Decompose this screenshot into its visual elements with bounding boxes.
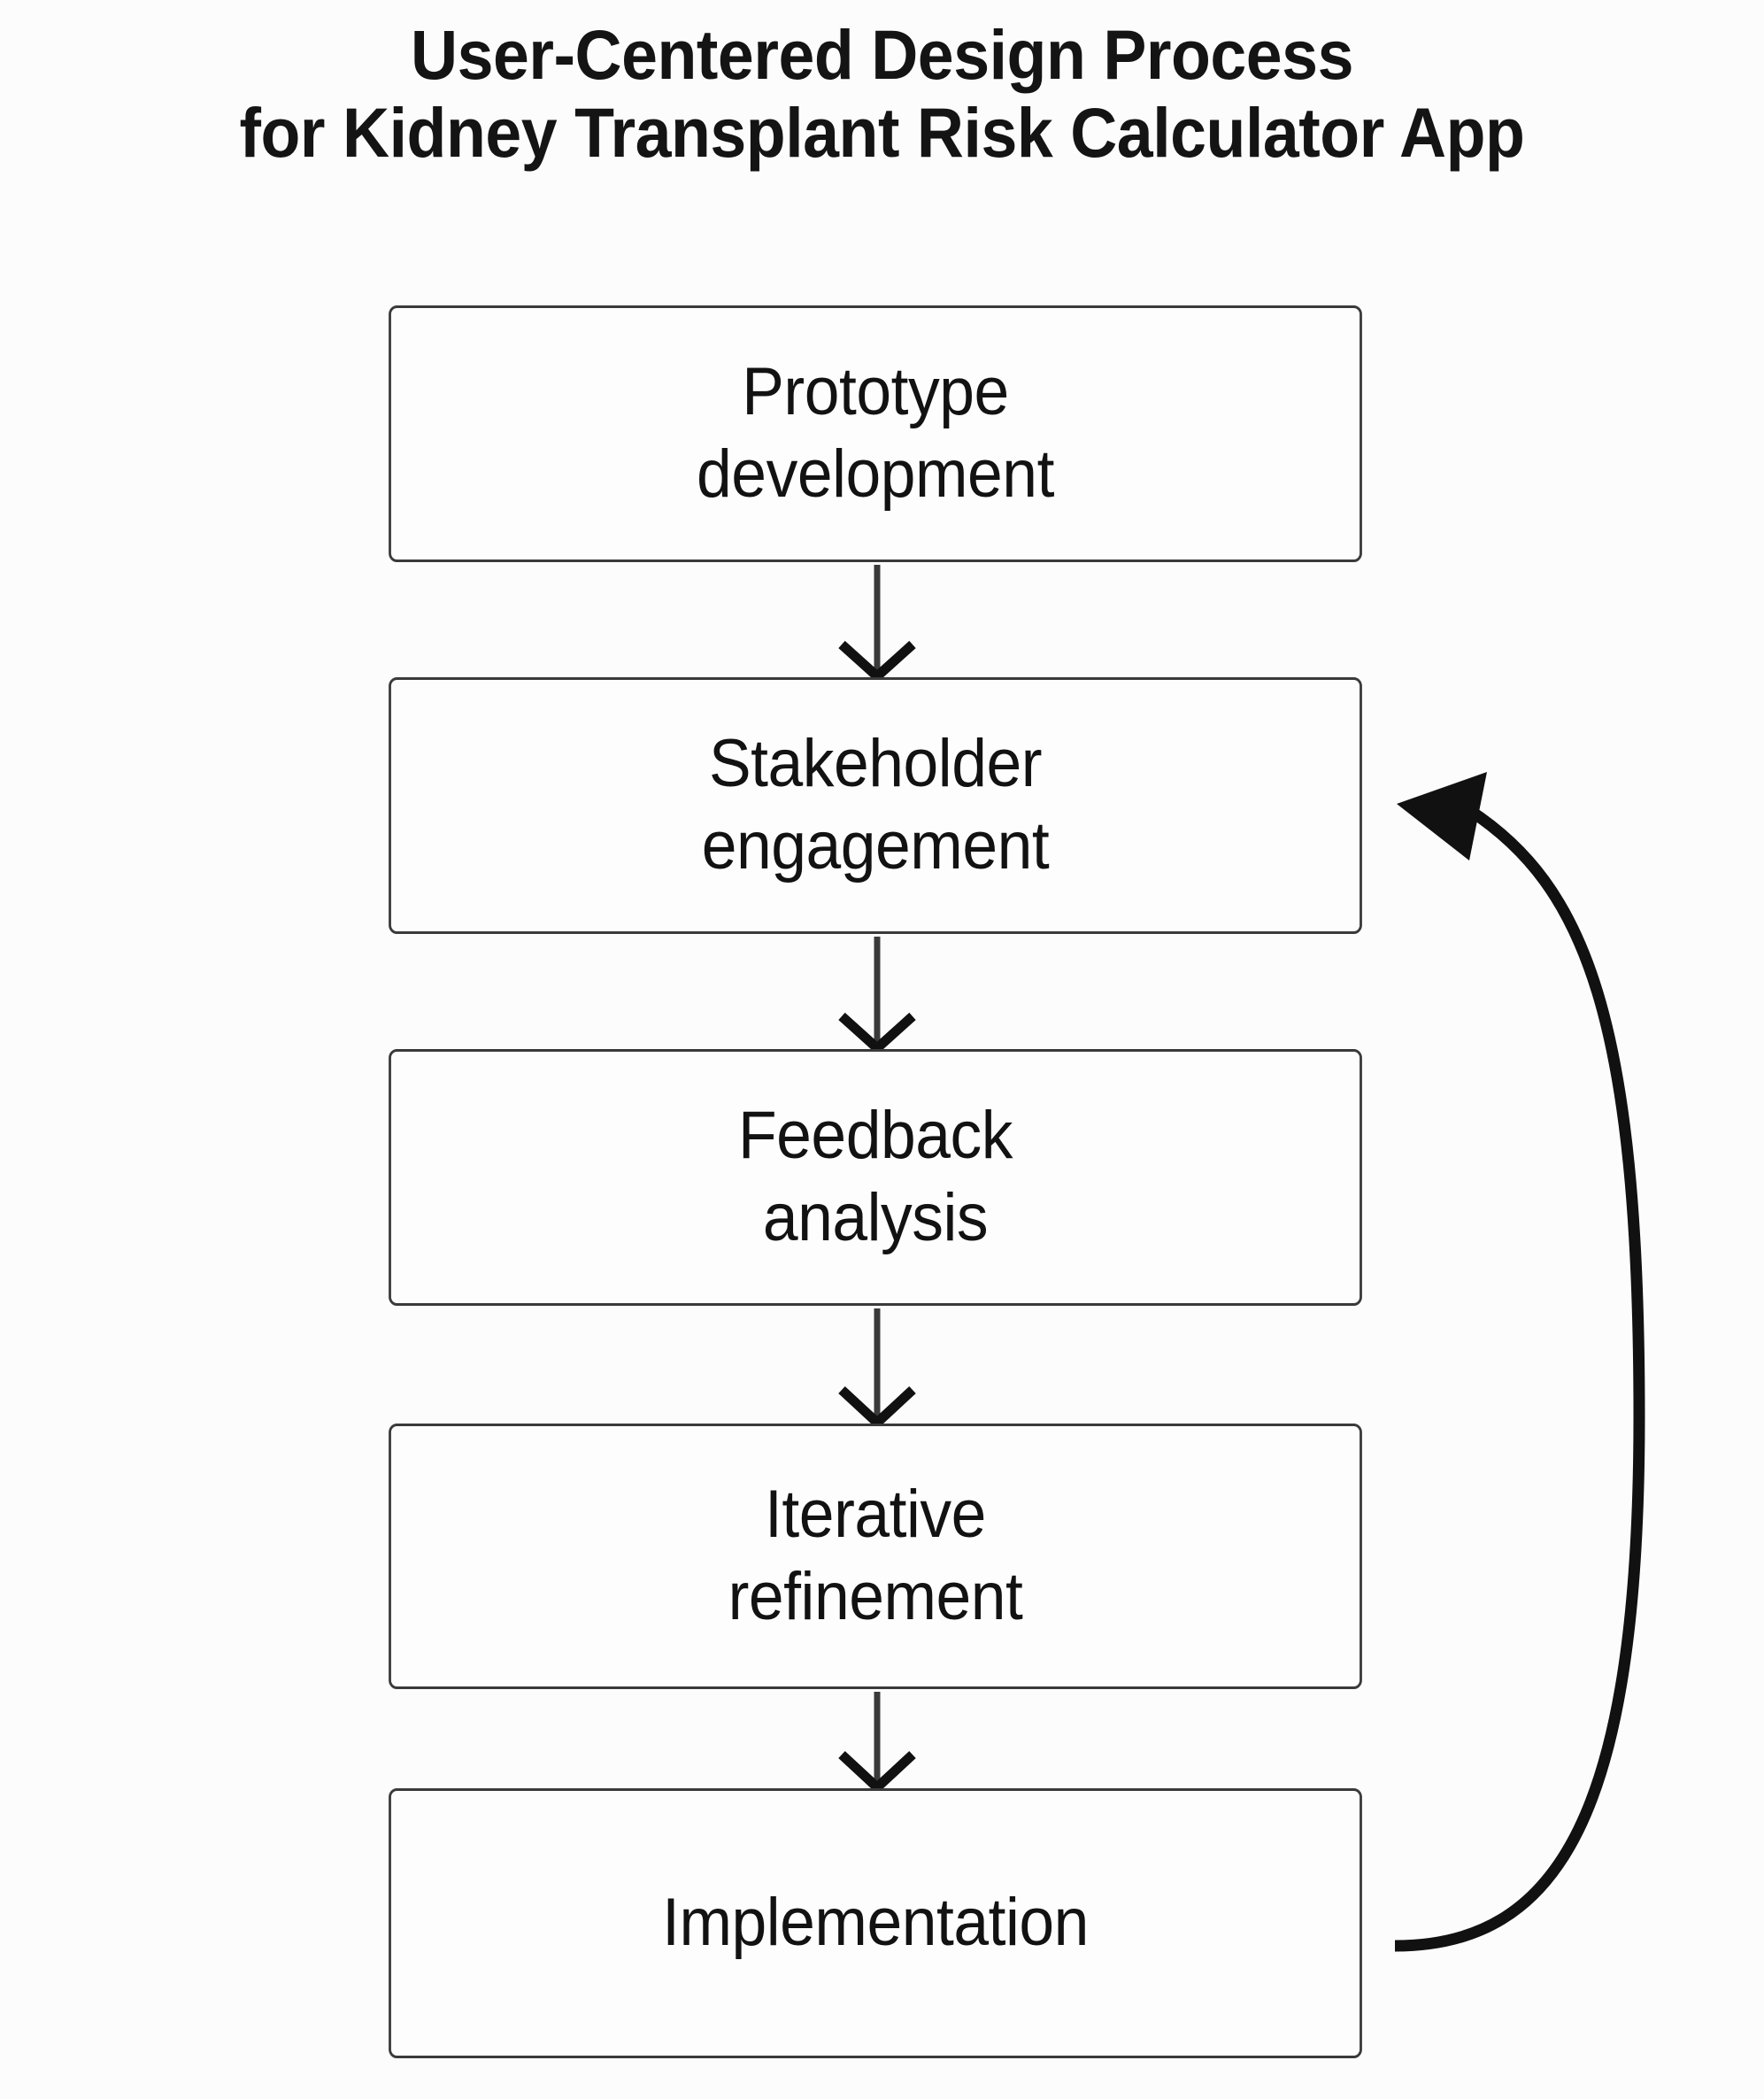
page-title-line-1: User-Centered Design Process: [411, 15, 1353, 94]
process-node-label-line-1: Iterative: [765, 1477, 986, 1553]
edge-implementation-to-stakeholder-feedback-loop: [1394, 772, 1645, 1952]
process-node-prototype-development[interactable]: Prototype development: [389, 305, 1362, 562]
edge-stakeholder-to-feedback: [838, 937, 916, 1055]
process-node-label: Stakeholder engagement: [391, 723, 1360, 887]
process-node-stakeholder-engagement[interactable]: Stakeholder engagement: [389, 677, 1362, 934]
edge-prototype-to-stakeholder: [838, 565, 916, 683]
edge-iterative-to-implementation: [838, 1692, 916, 1794]
process-node-label: Implementation: [391, 1882, 1360, 1964]
process-node-label-line-2: engagement: [701, 808, 1050, 884]
page-title-line-2: for Kidney Transplant Risk Calculator Ap…: [239, 93, 1525, 173]
process-node-label-line-1: Stakeholder: [708, 726, 1043, 802]
process-node-label-line-1: Feedback: [738, 1098, 1013, 1174]
process-node-label: Prototype development: [391, 351, 1360, 515]
process-node-label: Feedback analysis: [391, 1095, 1360, 1259]
edge-feedback-to-iterative: [838, 1308, 916, 1430]
process-node-label-line-2: analysis: [762, 1180, 989, 1255]
process-node-feedback-analysis[interactable]: Feedback analysis: [389, 1049, 1362, 1306]
process-node-iterative-refinement[interactable]: Iterative refinement: [389, 1424, 1362, 1689]
process-node-label: Iterative refinement: [391, 1474, 1360, 1638]
process-node-label-line-2: refinement: [728, 1559, 1023, 1634]
process-node-label-line-2: development: [697, 436, 1054, 512]
process-node-implementation[interactable]: Implementation: [389, 1788, 1362, 2058]
process-node-label-line-1: Implementation: [662, 1885, 1089, 1961]
process-node-label-line-1: Prototype: [742, 354, 1009, 430]
page-title: User-Centered Design Process for Kidney …: [62, 15, 1702, 173]
